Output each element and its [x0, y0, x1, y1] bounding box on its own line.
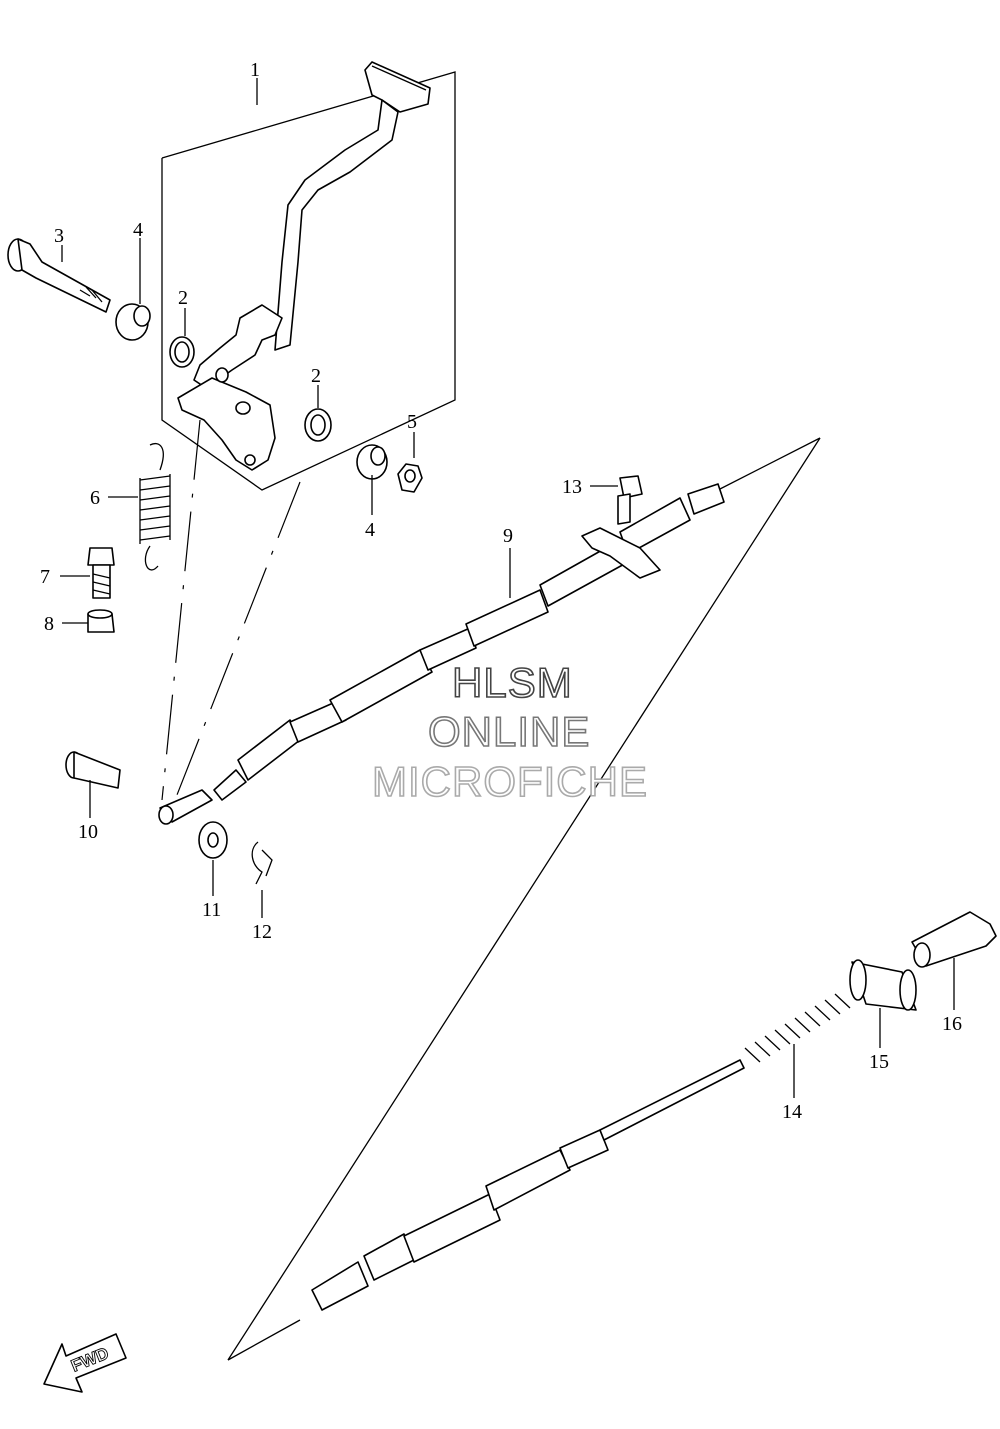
bushing-lower	[356, 444, 388, 480]
callout-5: 5	[407, 411, 417, 433]
fwd-arrow-icon: FWD	[43, 1333, 127, 1393]
callout-15: 15	[869, 1051, 889, 1073]
callout-labels: 1 2 2 3 4 4 5 6 7 8 9 10 11 12 13 14 15 …	[40, 59, 962, 1123]
brake-pedal	[177, 61, 431, 471]
callout-7: 7	[40, 566, 50, 588]
bushing-upper	[115, 303, 151, 341]
callout-16: 16	[942, 1013, 962, 1035]
pivot-bolt	[7, 238, 111, 313]
callout-3: 3	[54, 225, 64, 247]
callout-1: 1	[250, 59, 260, 81]
nut	[397, 463, 423, 493]
seal-left	[169, 336, 195, 368]
cable-bolt	[617, 475, 643, 525]
callout-12: 12	[252, 921, 272, 943]
callout-2-right: 2	[311, 365, 321, 387]
callout-2-left: 2	[178, 287, 188, 309]
cable-spring	[744, 993, 851, 1063]
cable-joint	[849, 959, 917, 1011]
watermark: HLSM ONLINE MICROFICHE	[371, 658, 648, 806]
callout-9: 9	[503, 525, 513, 547]
clevis-pin	[65, 751, 121, 789]
callout-14: 14	[782, 1101, 802, 1123]
callout-13: 13	[562, 476, 582, 498]
brake-cable-lower	[311, 1059, 745, 1311]
watermark-line-1: HLSM	[452, 659, 573, 706]
bolt	[87, 547, 115, 599]
watermark-line-3: MICROFICHE	[372, 758, 648, 805]
callout-4-lower: 4	[365, 519, 375, 541]
callout-8: 8	[44, 613, 54, 635]
seal-right	[304, 408, 332, 442]
lock-nut	[87, 609, 115, 633]
callout-10: 10	[78, 821, 98, 843]
explode-lines	[161, 419, 821, 1361]
callout-11: 11	[202, 899, 221, 921]
callout-6: 6	[90, 487, 100, 509]
washer	[198, 821, 228, 859]
cotter-pin	[251, 841, 273, 885]
callout-4-upper: 4	[133, 219, 143, 241]
watermark-line-2: ONLINE	[428, 708, 590, 755]
return-spring	[139, 443, 171, 571]
leader-lines	[60, 78, 955, 1098]
joint-pin	[911, 911, 997, 968]
brake-cable-upper	[158, 483, 725, 825]
